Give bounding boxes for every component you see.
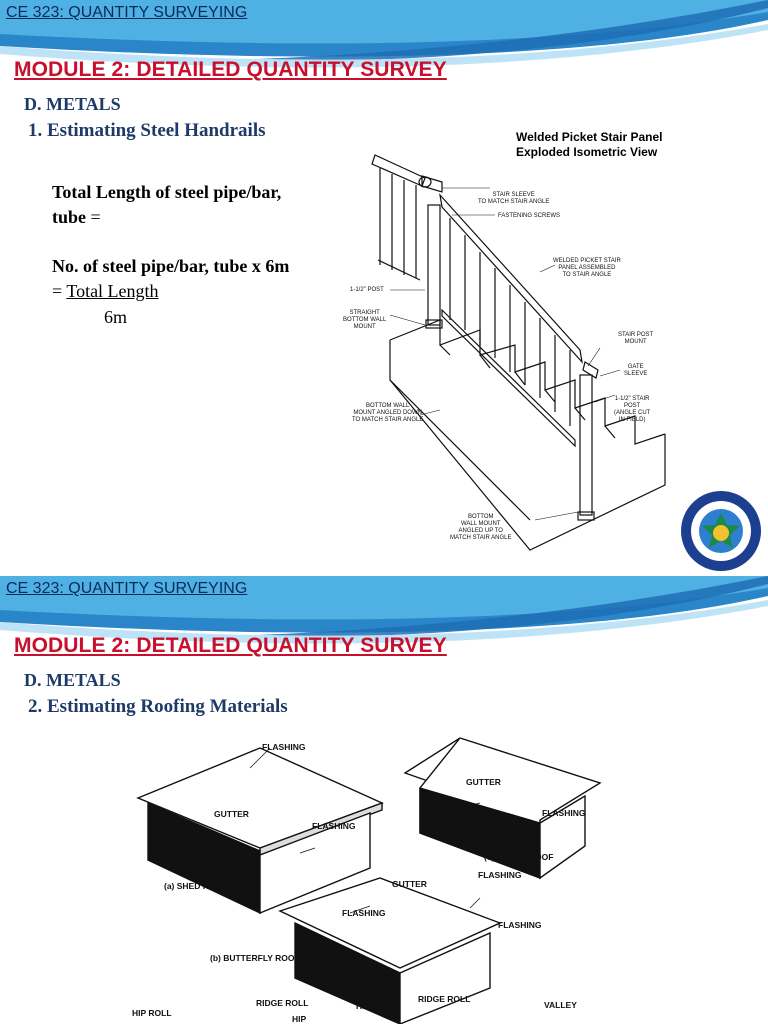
figure-title-line-2: Exploded Isometric View: [516, 145, 658, 159]
handrail-drawing: [371, 154, 666, 551]
label-flashing-butterfly: FLASHING: [342, 908, 386, 918]
roof-types-drawing: [136, 737, 602, 1024]
formula-denominator: 6m: [104, 307, 128, 327]
figure-title: Welded Picket Stair Panel Exploded Isome…: [516, 130, 663, 160]
figure-title-line-1: Welded Picket Stair Panel: [516, 130, 663, 144]
label-gutter-shed: GUTTER: [214, 809, 249, 819]
label-flashing-gable: FLASHING: [542, 808, 586, 818]
module-title: MODULE 2: DETAILED QUANTITY SURVEY: [14, 634, 447, 657]
header-swoosh: [0, 0, 768, 68]
label-valley: VALLEY: [544, 1000, 577, 1010]
slide-handrails: CE 323: QUANTITY SURVEYING MODULE 2: DET…: [0, 0, 768, 571]
label-hip-roll-right: HIP ROLL: [356, 1001, 396, 1011]
label-butterfly-roof: (b) BUTTERFLY ROOF: [210, 953, 300, 963]
label-fastening-screws: FASTENING SCREWS: [498, 213, 561, 219]
formula-line-4: = Total Length: [52, 281, 159, 302]
label-gutter-gable: GUTTER: [466, 777, 501, 787]
label-post: 1-1/2" POST: [350, 287, 384, 293]
formula-line-3: No. of steel pipe/bar, tube x 6m: [52, 256, 290, 276]
label-flashing-butterfly-top: FLASHING: [478, 870, 522, 880]
section-heading: D. METALS: [24, 670, 121, 690]
subsection-heading: 1. Estimating Steel Handrails: [28, 120, 266, 141]
label-ridge-roll-right: RIDGE ROLL: [418, 994, 471, 1004]
formula-line-2: tube =: [52, 207, 101, 228]
label-gable-roof: (c) GABLE ROOF: [484, 852, 554, 862]
formula-line-1: Total Length of steel pipe/bar,: [52, 182, 282, 202]
module-title: MODULE 2: DETAILED QUANTITY SURVEY: [14, 58, 447, 81]
label-flashing-butterfly-right: FLASHING: [498, 920, 542, 930]
course-title: CE 323: QUANTITY SURVEYING: [6, 580, 248, 597]
slide-roofing: CE 323: QUANTITY SURVEYING MODULE 2: DET…: [0, 576, 768, 1024]
label-gutter-butterfly: GUTTER: [392, 879, 427, 889]
label-shed-roof: (a) SHED ROOF: [164, 881, 228, 891]
header-swoosh: [0, 576, 768, 644]
formula-line-2-rest: =: [86, 207, 101, 227]
university-seal-icon: [681, 491, 761, 571]
subsection-heading: 2. Estimating Roofing Materials: [28, 696, 288, 717]
label-hip-left: HIP: [292, 1014, 307, 1024]
formula-numerator: Total Length: [66, 281, 159, 301]
label-flashing-shed: FLASHING: [312, 821, 356, 831]
formula-equals: =: [52, 281, 67, 301]
section-heading: D. METALS: [24, 94, 121, 114]
formula-line-2-bold: tube: [52, 207, 87, 227]
label-hip-roll-left: HIP ROLL: [132, 1008, 172, 1018]
course-title: CE 323: QUANTITY SURVEYING: [6, 4, 248, 21]
label-flashing-shed-top: FLASHING: [262, 742, 306, 752]
label-ridge-roll-left: RIDGE ROLL: [256, 998, 309, 1008]
